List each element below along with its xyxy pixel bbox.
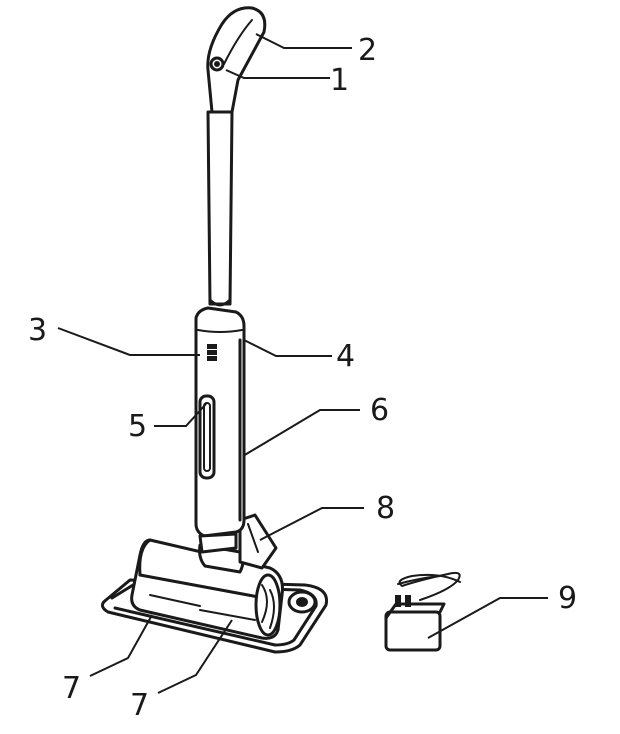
leader-3: [57, 327, 200, 356]
callout-7a: 7: [62, 671, 81, 706]
leader-7a: [89, 614, 153, 677]
leader-5: [154, 403, 207, 427]
charging-adapter: [384, 571, 461, 652]
callout-1: 1: [330, 63, 349, 98]
handle-tube: [206, 110, 234, 307]
main-body: [194, 306, 246, 554]
callout-numbers: 1 2 3 4 5 6 7 7 8 9: [28, 33, 577, 723]
handle-grip: [206, 6, 267, 114]
callout-9: 9: [558, 581, 577, 616]
leader-4: [243, 339, 332, 357]
dirty-water-tank: [238, 513, 278, 570]
callout-2: 2: [358, 33, 377, 68]
leader-1: [225, 69, 330, 79]
leader-6: [242, 409, 360, 457]
leader-9: [427, 597, 548, 639]
leader-2: [255, 33, 352, 49]
callout-3: 3: [28, 313, 47, 348]
callout-7b: 7: [130, 688, 149, 723]
leader-8: [259, 507, 364, 541]
callout-5: 5: [128, 409, 147, 444]
leader-lines: [57, 33, 548, 694]
leader-7b: [157, 619, 233, 694]
callout-4: 4: [336, 339, 355, 374]
callout-8: 8: [376, 491, 395, 526]
callout-6: 6: [370, 393, 389, 428]
